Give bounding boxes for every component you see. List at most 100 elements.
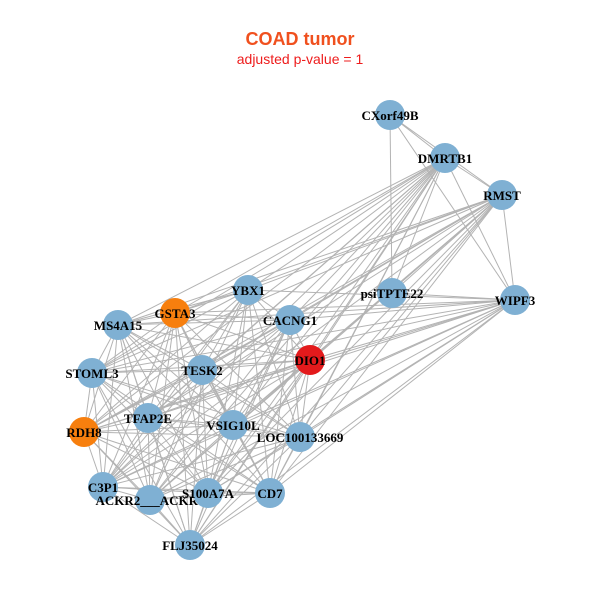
- edge-GSTA3-S100A7A: [174, 312, 209, 494]
- node-label: TFAP2E: [124, 411, 172, 426]
- edge-DMRTB1-YBX1: [247, 157, 446, 291]
- edge-CACNG1-LOC100133669: [289, 319, 301, 438]
- node-circle: [275, 305, 305, 335]
- node-label: ACKR2___ACKR4: [95, 493, 205, 508]
- edge-TESK2-LOC100133669: [201, 369, 301, 438]
- edge-DMRTB1-GSTA3: [174, 157, 446, 314]
- edge-VSIG10L-C3P1: [102, 424, 234, 488]
- edge-STOML3-ACKR2___ACKR4: [91, 372, 151, 501]
- edge-MS4A15-TESK2: [117, 324, 203, 371]
- node-circle: [233, 275, 263, 305]
- node-label: C3P1: [88, 480, 118, 495]
- edge-RMST-LOC100133669: [299, 194, 503, 438]
- edge-RDH8-S100A7A: [83, 431, 209, 494]
- edge-WIPF3-ACKR2___ACKR4: [149, 299, 516, 501]
- edge-CACNG1-MS4A15: [117, 319, 291, 326]
- node-circle: [295, 345, 325, 375]
- edge-MS4A15-S100A7A: [117, 324, 209, 494]
- edge-TFAP2E-CD7: [147, 417, 271, 494]
- edge-GSTA3-FLJ35024: [174, 312, 191, 546]
- edge-LOC100133669-S100A7A: [207, 436, 301, 494]
- edge-WIPF3-TESK2: [201, 299, 516, 371]
- node-circle: [187, 355, 217, 385]
- edge-STOML3-S100A7A: [91, 372, 209, 494]
- edge-GSTA3-TFAP2E: [147, 312, 176, 419]
- node-circle: [377, 278, 407, 308]
- edge-RMST-YBX1: [247, 194, 503, 291]
- node-DMRTB1: DMRTB1: [418, 143, 472, 173]
- edge-STOML3-VSIG10L: [91, 372, 234, 426]
- node-label: GSTA3: [155, 306, 196, 321]
- edge-CACNG1-TFAP2E: [147, 319, 291, 419]
- figure-title: COAD tumor: [245, 29, 355, 49]
- node-FLJ35024: FLJ35024: [162, 530, 218, 560]
- edge-CACNG1-RDH8: [83, 319, 291, 433]
- edge-DIO1-TESK2: [201, 359, 311, 371]
- node-circle: [375, 100, 405, 130]
- node-circle: [500, 285, 530, 315]
- node-YBX1: YBX1: [231, 275, 265, 305]
- node-label: TESK2: [181, 363, 222, 378]
- node-MS4A15: MS4A15: [94, 310, 143, 340]
- node-label: RMST: [483, 188, 521, 203]
- node-circle: [175, 530, 205, 560]
- edge-WIPF3-S100A7A: [207, 299, 516, 494]
- node-label: YBX1: [231, 283, 265, 298]
- node-circle: [487, 180, 517, 210]
- node-S100A7A: S100A7A: [182, 478, 235, 508]
- node-circle: [285, 422, 315, 452]
- node-label: DIO1: [294, 353, 325, 368]
- node-psiTPTE22: psiTPTE22: [361, 278, 424, 308]
- edge-RDH8-CD7: [83, 431, 271, 494]
- edge-YBX1-RDH8: [83, 289, 249, 433]
- node-label: CXorf49B: [361, 108, 418, 123]
- edge-LOC100133669-C3P1: [102, 436, 301, 488]
- edge-MS4A15-ACKR2___ACKR4: [117, 324, 151, 501]
- node-ACKR2___ACKR4: ACKR2___ACKR4: [95, 485, 205, 515]
- edge-DIO1-RDH8: [83, 359, 311, 433]
- edge-MS4A15-VSIG10L: [117, 324, 234, 426]
- node-circle: [255, 478, 285, 508]
- edge-MS4A15-DIO1: [117, 324, 311, 361]
- node-LOC100133669: LOC100133669: [257, 422, 344, 452]
- node-label: psiTPTE22: [361, 286, 424, 301]
- edge-CACNG1-S100A7A: [207, 319, 291, 494]
- node-VSIG10L: VSIG10L: [206, 410, 260, 440]
- node-WIPF3: WIPF3: [495, 285, 536, 315]
- edge-WIPF3-CACNG1: [289, 299, 516, 321]
- node-circle: [103, 310, 133, 340]
- node-label: CACNG1: [263, 313, 317, 328]
- edge-RMST-FLJ35024: [189, 194, 503, 546]
- edge-WIPF3-FLJ35024: [189, 299, 516, 546]
- node-label: DMRTB1: [418, 151, 472, 166]
- edge-GSTA3-DIO1: [174, 312, 311, 361]
- node-CXorf49B: CXorf49B: [361, 100, 419, 130]
- node-label: VSIG10L: [206, 418, 260, 433]
- edge-YBX1-VSIG10L: [232, 289, 249, 426]
- edge-CXorf49B-WIPF3: [389, 114, 516, 301]
- edge-RMST-STOML3: [91, 194, 503, 374]
- node-circle: [135, 485, 165, 515]
- edge-DMRTB1-WIPF3: [444, 157, 516, 301]
- edge-LOC100133669-FLJ35024: [189, 436, 301, 546]
- figure-subtitle: adjusted p-value = 1: [236, 51, 364, 67]
- node-circle: [77, 358, 107, 388]
- edge-RMST-C3P1: [102, 194, 503, 488]
- node-circle: [430, 143, 460, 173]
- node-CACNG1: CACNG1: [263, 305, 317, 335]
- edge-STOML3-LOC100133669: [91, 372, 301, 438]
- node-DIO1: DIO1: [294, 345, 326, 375]
- node-STOML3: STOML3: [65, 358, 119, 388]
- edge-RMST-S100A7A: [207, 194, 503, 494]
- edge-STOML3-TESK2: [91, 369, 203, 374]
- edge-DIO1-FLJ35024: [189, 359, 311, 546]
- edge-C3P1-CD7: [102, 486, 271, 494]
- edge-DMRTB1-C3P1: [102, 157, 446, 488]
- node-circle: [218, 410, 248, 440]
- node-GSTA3: GSTA3: [155, 298, 196, 328]
- edge-TFAP2E-FLJ35024: [147, 417, 191, 546]
- node-circle: [160, 298, 190, 328]
- edge-CACNG1-C3P1: [102, 319, 291, 488]
